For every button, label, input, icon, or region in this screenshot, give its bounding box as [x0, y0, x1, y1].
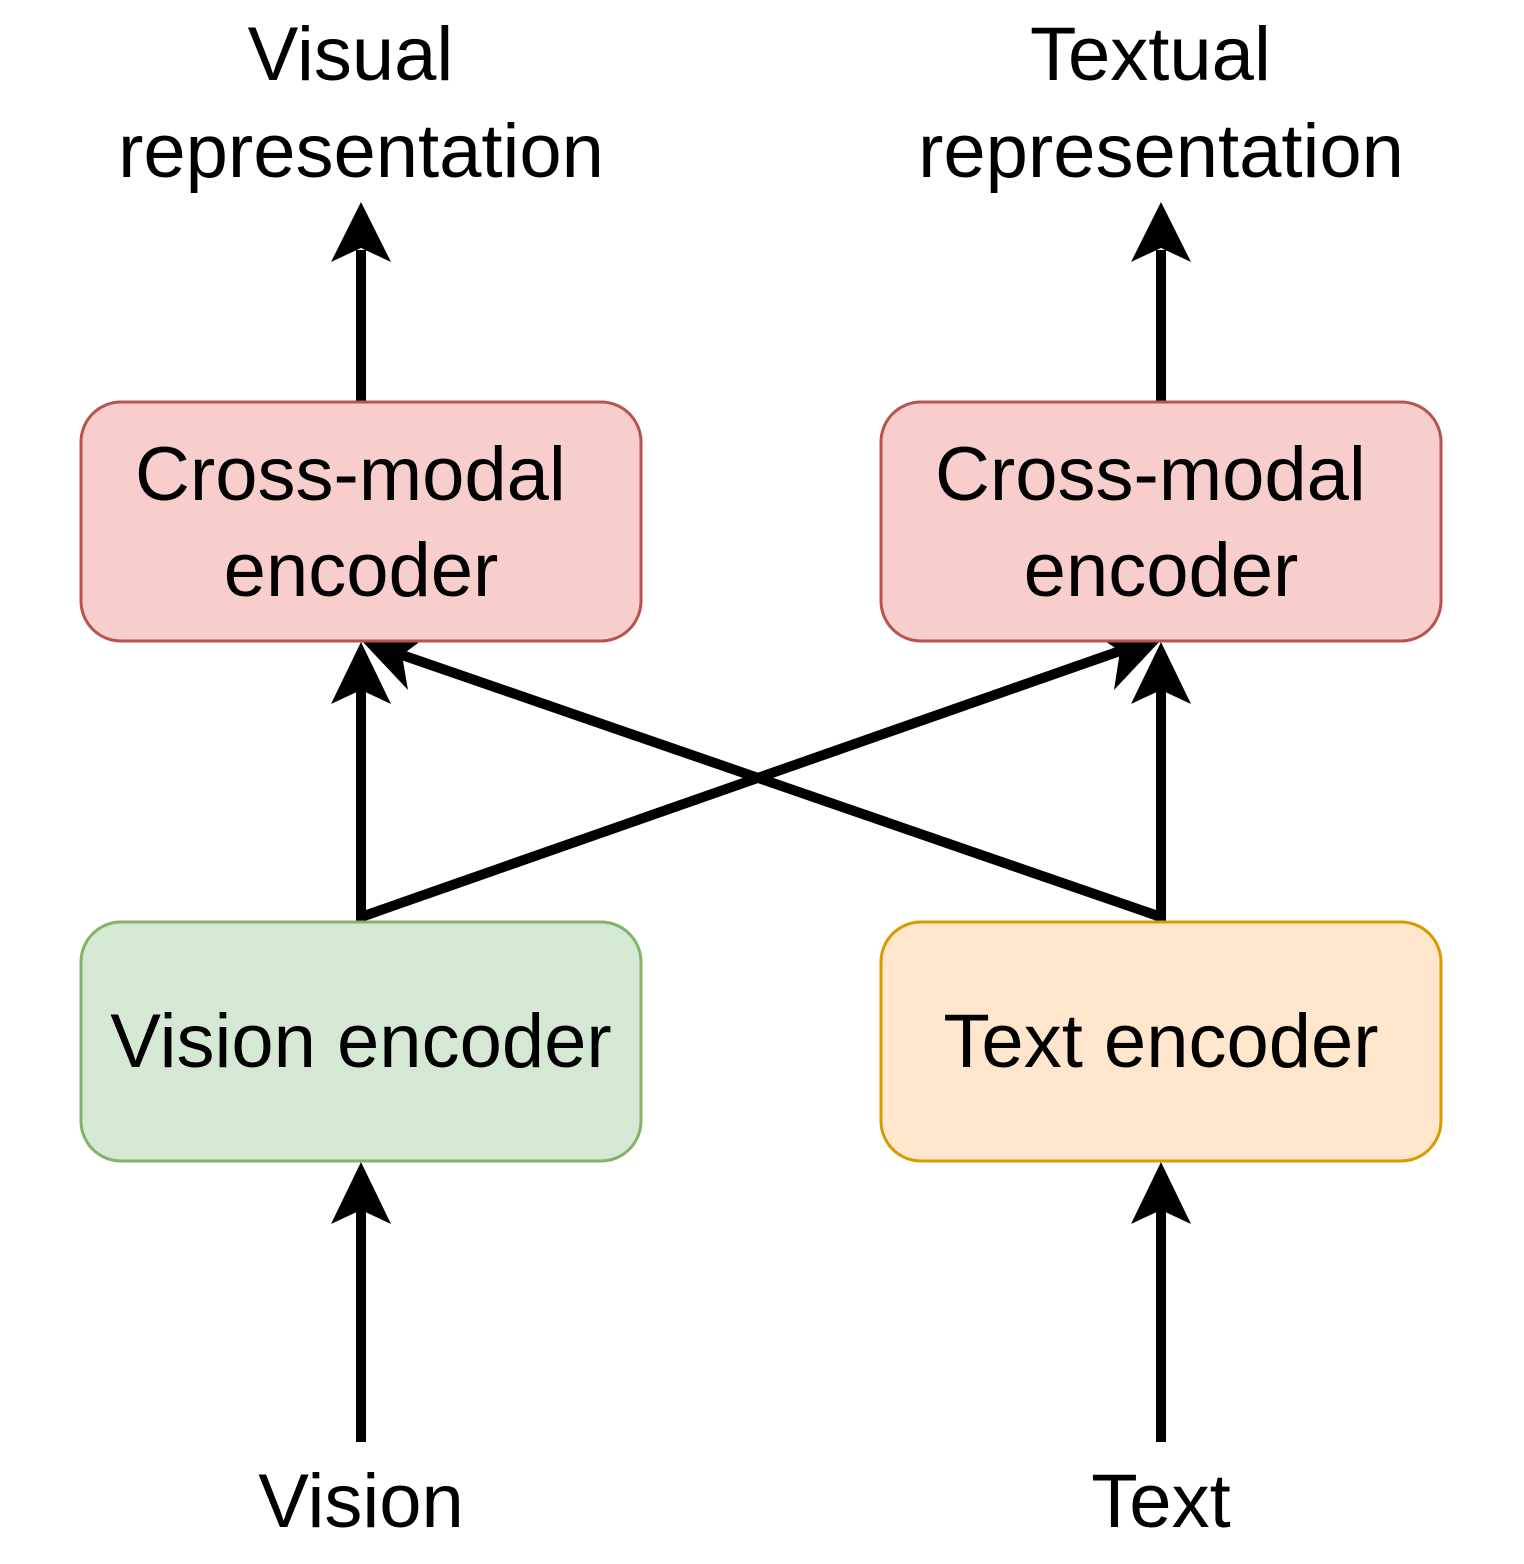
vision-input-label: Vision — [258, 1459, 464, 1544]
arrowhead-vision-to-right-cross — [1094, 634, 1161, 690]
vision-encoder-box — [79, 920, 643, 1163]
arrow-vision-to-right-cross-shaft — [359, 646, 1122, 922]
arrowhead-text-to-right-cross — [1131, 642, 1191, 704]
textual-representation-label: Textual representation — [918, 12, 1404, 194]
text-encoder: Text encoder — [879, 920, 1443, 1163]
cross-modal-encoder-left-box — [79, 400, 643, 643]
arrowhead-visual-output — [331, 202, 391, 262]
arrowhead-text-to-left-cross — [361, 634, 430, 690]
cross-modal-encoder-left: Cross-modal encoder — [79, 400, 643, 643]
cross-modal-encoder-left-line-2: encoder — [224, 528, 499, 613]
text-encoder-box — [879, 920, 1443, 1163]
text-input-label: Text — [1091, 1459, 1230, 1544]
visual-representation-label: Visual representation — [118, 12, 604, 194]
textual-representation-line-2: representation — [918, 109, 1404, 194]
cross-modal-encoder-right-line-2: encoder — [1024, 528, 1299, 613]
cross-modal-encoder-right-label: Cross-modal encoder — [935, 432, 1387, 613]
cross-modal-encoder-left-line-1: Cross-modal — [135, 432, 566, 517]
vision-encoder: Vision encoder — [79, 920, 643, 1163]
textual-representation-line-1: Textual — [1030, 12, 1271, 97]
visual-representation-line-2: representation — [118, 109, 604, 194]
arrow-text-to-left-cross-shaft — [400, 650, 1163, 922]
arrowheads-group — [331, 202, 1191, 1224]
text-encoder-line-1: Text encoder — [943, 999, 1378, 1084]
visual-representation-line-1: Visual — [248, 12, 454, 97]
arrows-group — [356, 250, 1166, 1442]
vision-encoder-label: Vision encoder — [110, 999, 611, 1084]
arrowhead-text-input — [1131, 1162, 1191, 1224]
cross-modal-encoder-right-box — [879, 400, 1443, 643]
cross-modal-encoder-right: Cross-modal encoder — [879, 400, 1443, 643]
text-encoder-label: Text encoder — [943, 999, 1378, 1084]
arrowhead-vision-input — [331, 1162, 391, 1224]
arrowhead-vision-to-left-cross — [331, 642, 391, 704]
cross-modal-encoder-right-line-1: Cross-modal — [935, 432, 1366, 517]
vision-encoder-line-1: Vision encoder — [110, 999, 611, 1084]
arrowhead-textual-output — [1131, 202, 1191, 262]
cross-modal-encoder-left-label: Cross-modal encoder — [135, 432, 587, 613]
